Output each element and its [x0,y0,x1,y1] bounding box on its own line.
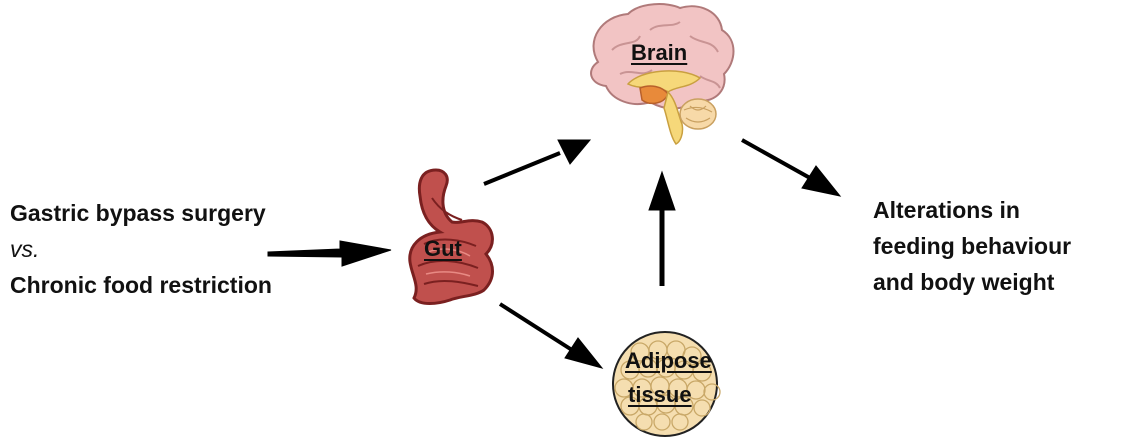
gut-icon [408,168,494,305]
output-line-3: and body weight [873,269,1055,295]
input-line-vs: vs. [10,236,40,262]
arrow-adipose-to-brain [648,170,676,286]
output-line-2: feeding behaviour [873,233,1072,259]
adipose-label-line-1: Adipose [625,348,712,373]
adipose-label-line-2: tissue [628,382,692,407]
brain-icon [590,3,735,145]
arrow-input-to-gut [267,240,392,267]
adipose-tissue-icon [612,331,721,437]
output-line-1: Alterations in [873,197,1020,223]
arrow-brain-to-output [741,138,842,197]
gut-label: Gut [424,236,462,261]
input-line-3: Chronic food restriction [10,272,272,298]
arrow-gut-to-adipose [498,302,604,369]
input-line-1: Gastric bypass surgery [10,200,266,226]
brain-label: Brain [631,40,688,65]
arrow-gut-to-brain [483,139,592,186]
